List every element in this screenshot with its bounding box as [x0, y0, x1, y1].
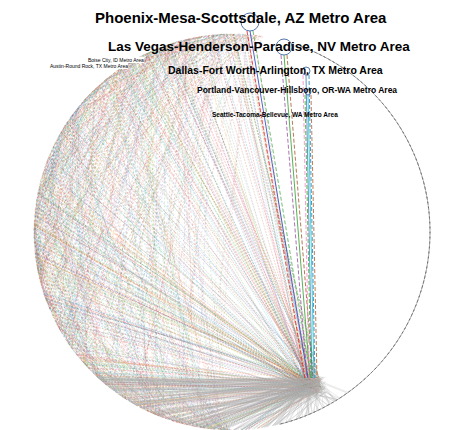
metro-label: Phoenix-Mesa-Scottsdale, AZ Metro Area	[95, 9, 386, 26]
metro-name: Portland-Vancouver-Hillsboro, OR-WA Metr…	[197, 85, 397, 95]
metro-name: Seattle-Tacoma-Bellevue, WA Metro Area	[212, 111, 338, 118]
metro-name: Las Vegas-Henderson-Paradise, NV Metro A…	[108, 39, 410, 54]
metro-name: Phoenix-Mesa-Scottsdale, AZ Metro Area	[95, 9, 386, 26]
metro-label: Seattle-Tacoma-Bellevue, WA Metro Area	[212, 111, 338, 118]
metro-label: Portland-Vancouver-Hillsboro, OR-WA Metr…	[197, 86, 397, 96]
metro-small-label: Austin-Round Rock, TX Metro Area	[50, 63, 128, 69]
metro-label: Las Vegas-Henderson-Paradise, NV Metro A…	[108, 39, 410, 55]
metro-label: Dallas-Fort Worth-Arlington, TX Metro Ar…	[168, 64, 383, 76]
metro-name: Dallas-Fort Worth-Arlington, TX Metro Ar…	[168, 64, 383, 76]
